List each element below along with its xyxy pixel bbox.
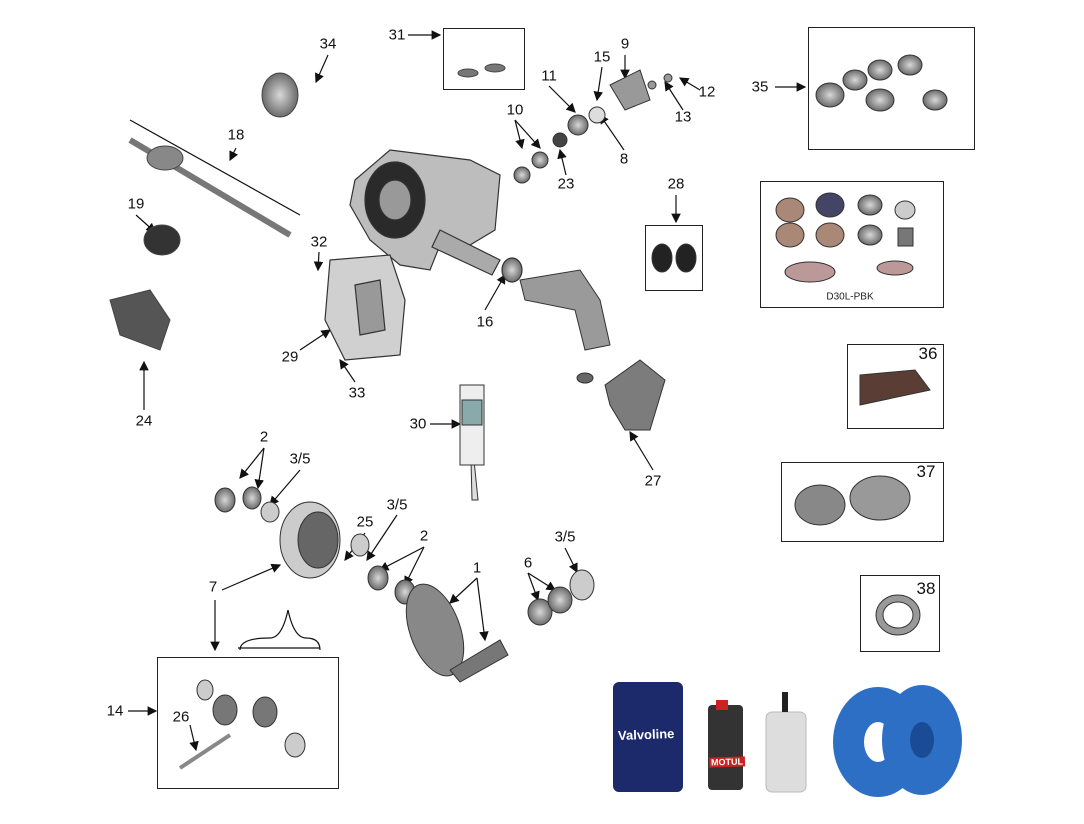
- callout-26[interactable]: 26: [172, 708, 190, 726]
- callout-box-38: [860, 575, 940, 652]
- callout-1[interactable]: 1: [472, 559, 482, 577]
- callout-box-36: [847, 344, 944, 429]
- callout-12[interactable]: 12: [698, 83, 716, 101]
- motul-brand: MOTUL: [708, 756, 746, 768]
- callout-3-5[interactable]: 3/5: [554, 528, 576, 546]
- callout-10[interactable]: 10: [506, 101, 524, 119]
- leader-arrows: [128, 30, 807, 752]
- callout-2[interactable]: 2: [259, 428, 269, 446]
- callout-3-5[interactable]: 3/5: [386, 496, 408, 514]
- callout-36[interactable]: 36: [918, 344, 938, 363]
- callout-18[interactable]: 18: [227, 126, 245, 144]
- callout-13[interactable]: 13: [674, 108, 692, 126]
- valvoline-brand: Valvoline: [617, 726, 675, 743]
- callout-15[interactable]: 15: [593, 48, 611, 66]
- callout-14[interactable]: 14: [106, 702, 124, 720]
- callout-box-35: [808, 27, 975, 150]
- callout-3-5[interactable]: 3/5: [289, 450, 311, 468]
- callout-34[interactable]: 34: [319, 35, 337, 53]
- callout-27[interactable]: 27: [644, 472, 662, 490]
- axle-housing: [349, 149, 523, 283]
- callout-11[interactable]: 11: [541, 67, 557, 85]
- bracket-lines: [129, 119, 321, 651]
- callout-30[interactable]: 30: [409, 415, 427, 433]
- callout-19[interactable]: 19: [127, 195, 145, 213]
- callout-23[interactable]: 23: [557, 175, 575, 193]
- callout-33[interactable]: 33: [348, 384, 366, 402]
- callout-7[interactable]: 7: [208, 578, 218, 596]
- callout-29[interactable]: 29: [281, 348, 299, 366]
- callout-32[interactable]: 32: [310, 233, 328, 251]
- callout-box-14: [157, 657, 339, 789]
- differential: [214, 384, 595, 683]
- cover: [324, 254, 406, 361]
- callout-25[interactable]: 25: [356, 513, 374, 531]
- callout-2[interactable]: 2: [419, 527, 429, 545]
- kit-contents: [178, 54, 948, 770]
- kit-box-d30l-pbk: [760, 181, 944, 308]
- kit-label: D30L-PBK: [826, 291, 874, 303]
- callout-box-37: [781, 462, 944, 542]
- callout-box-31: [443, 28, 525, 90]
- callout-35[interactable]: 35: [751, 78, 769, 96]
- knuckle-parts: [513, 69, 673, 431]
- callout-6[interactable]: 6: [523, 554, 533, 572]
- callout-8[interactable]: 8: [619, 150, 629, 168]
- axle-shaft: [109, 63, 506, 351]
- callout-31[interactable]: 31: [388, 26, 406, 44]
- callout-16[interactable]: 16: [476, 313, 494, 331]
- callout-9[interactable]: 9: [620, 35, 630, 53]
- callout-28[interactable]: 28: [667, 175, 685, 193]
- callout-box-28: [645, 225, 703, 291]
- callout-37[interactable]: 37: [916, 462, 936, 481]
- products: [613, 682, 962, 797]
- callout-24[interactable]: 24: [135, 412, 153, 430]
- callout-38[interactable]: 38: [916, 579, 936, 598]
